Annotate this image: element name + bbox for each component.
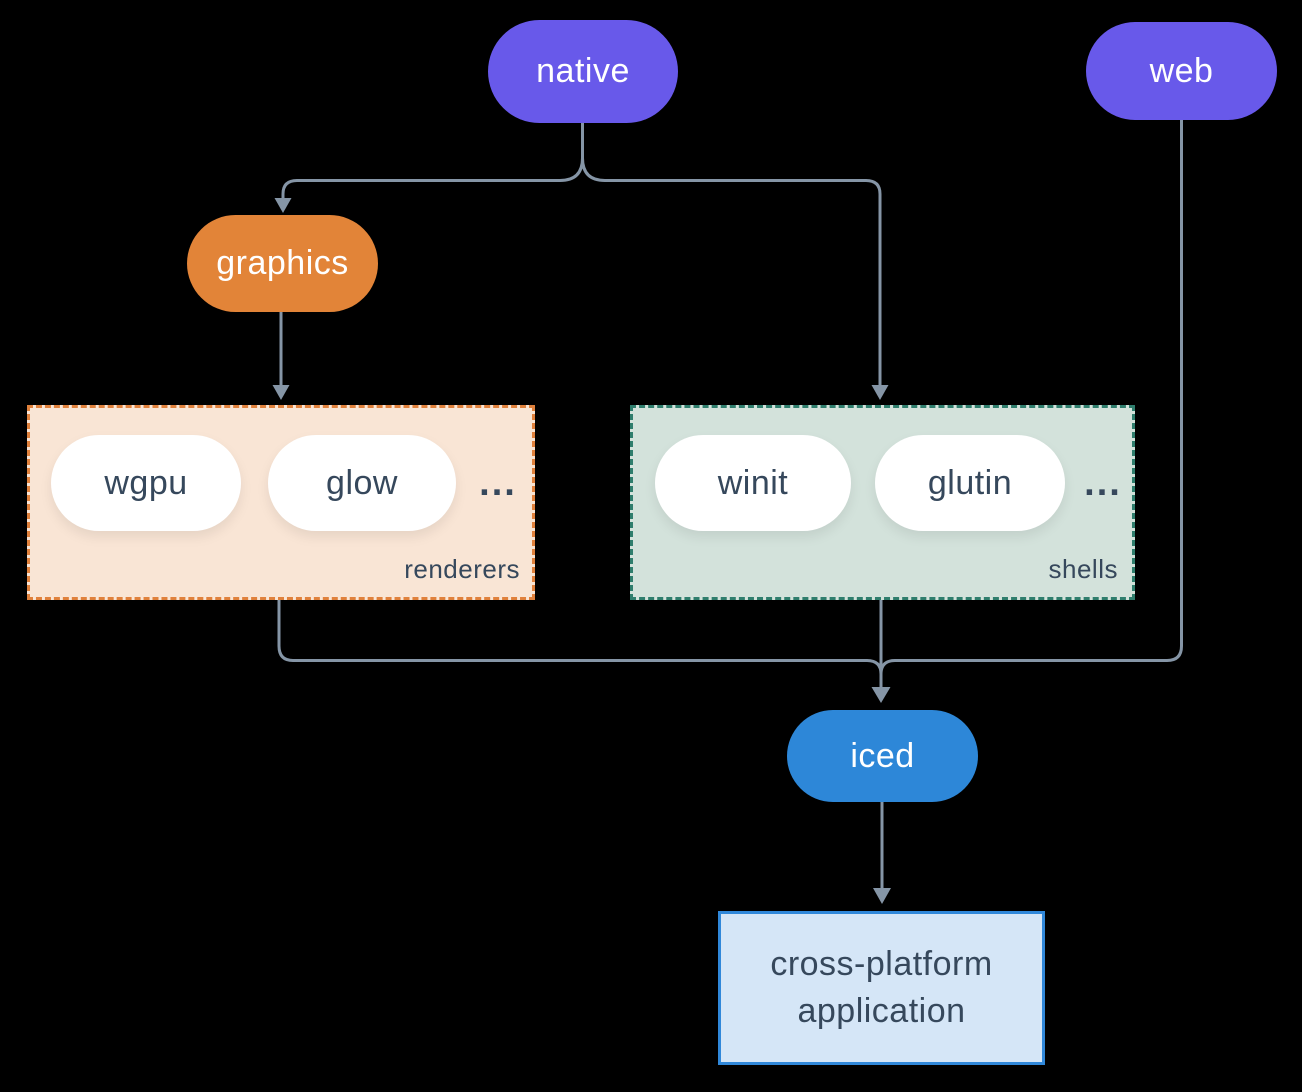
arrowhead-graphics [274,198,292,213]
node-glutin: glutin [875,435,1065,531]
node-application: cross-platform application [718,911,1045,1065]
node-native: native [488,20,678,123]
node-graphics: graphics [187,215,378,312]
edge-native-shells [581,157,882,385]
edge-renderers-iced [277,600,883,675]
node-application-line2: application [797,992,966,1030]
node-application-line1: cross-platform [770,945,993,983]
node-native-label: native [536,52,630,90]
group-renderers: wgpu glow ... renderers [27,405,535,600]
edge-native-graphics [281,123,584,198]
node-winit-label: winit [717,463,789,502]
node-web: web [1086,22,1277,120]
arrowhead-iced [871,687,891,703]
node-glow: glow [268,435,456,531]
group-shells: winit glutin ... shells [630,405,1135,600]
edge-web-iced [879,120,1183,675]
node-graphics-label: graphics [216,244,349,282]
node-wgpu: wgpu [51,435,241,531]
node-iced: iced [787,710,978,802]
arrowhead-shells [871,385,889,400]
arrowhead-renderers [272,385,290,400]
node-web-label: web [1149,51,1214,90]
arrowhead-application [873,888,891,904]
node-wgpu-label: wgpu [104,463,188,502]
node-glutin-label: glutin [927,463,1013,502]
shells-ellipsis: ... [1084,461,1122,504]
node-winit: winit [655,435,851,531]
node-iced-label: iced [850,736,915,775]
shells-group-label: shells [1048,554,1118,584]
node-glow-label: glow [326,463,398,502]
renderers-ellipsis: ... [479,461,517,504]
renderers-group-label: renderers [404,554,520,584]
